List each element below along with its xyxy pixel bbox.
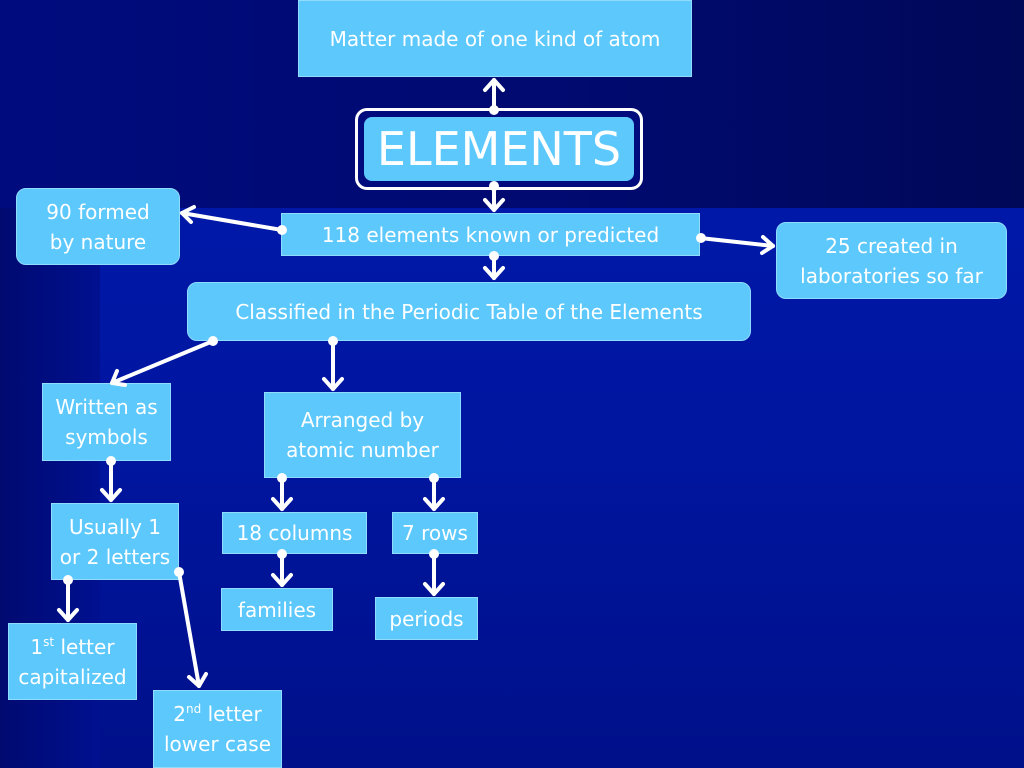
node-arranged: Arranged by atomic number (264, 392, 461, 478)
node-second-line1: 2nd letter (173, 699, 261, 729)
node-written-symbols: Written as symbols (42, 383, 171, 461)
first-letter-sup: st (43, 634, 55, 649)
node-letters-line2: or 2 letters (59, 544, 171, 569)
node-classified: Classified in the Periodic Table of the … (187, 282, 751, 341)
second-letter-num: 2 (173, 702, 187, 726)
node-periods-text: periods (389, 606, 464, 631)
node-known-text: 118 elements known or predicted (321, 222, 660, 247)
connector-known-formed (180, 211, 284, 232)
node-columns-text: 18 columns (236, 521, 353, 545)
connector-letters-second (177, 570, 201, 688)
arrowhead-letters (100, 488, 122, 502)
node-families-text: families (237, 597, 317, 622)
node-periods: periods (375, 597, 478, 640)
arrowhead-columns (271, 497, 293, 511)
node-created-line1: 25 created in (825, 233, 958, 258)
arrowhead-formed (180, 205, 196, 224)
node-formed-line2: by nature (49, 229, 147, 254)
first-letter-num: 1 (30, 634, 44, 659)
connector-dot (489, 181, 499, 191)
node-elements-inner: ELEMENTS (364, 117, 634, 181)
connector-dot (696, 233, 706, 243)
connector-dot (174, 567, 184, 577)
node-written-line1: Written as (55, 395, 158, 419)
connector-known-created (698, 236, 775, 248)
node-formed-by-nature: 90 formed by nature (16, 188, 180, 265)
node-first-line1: 1st letter (30, 632, 114, 662)
connector-dot (489, 251, 499, 261)
node-rows-text: 7 rows (402, 521, 468, 545)
connector-dot (106, 456, 116, 466)
node-written-line2: symbols (65, 425, 148, 449)
arrowhead-created (760, 235, 775, 255)
connector-dot (489, 105, 499, 115)
arrowhead-periods (423, 582, 445, 596)
second-letter-sup: nd (186, 702, 202, 716)
connector-dot (277, 225, 287, 235)
connector-dot (63, 575, 73, 585)
arrowhead-up-definition (483, 78, 505, 92)
node-rows: 7 rows (392, 512, 478, 554)
node-formed-line1: 90 formed (46, 199, 150, 224)
first-letter-rest: letter (54, 634, 115, 659)
arrowhead-classified (483, 266, 505, 280)
arrowhead-first (57, 608, 79, 622)
node-definition-text: Matter made of one kind of atom (329, 26, 661, 51)
node-arranged-line2: atomic number (286, 438, 439, 462)
connector-dot (208, 336, 218, 346)
connector-dot (429, 549, 439, 559)
node-second-line2: lower case (163, 732, 271, 756)
connector-dot (328, 336, 338, 346)
connector-dot (277, 549, 287, 559)
node-first-line2: capitalized (18, 664, 127, 689)
arrowhead-second (187, 672, 208, 688)
node-elements: ELEMENTS (355, 108, 643, 190)
arrowhead-arranged (322, 377, 344, 391)
connector-dot (277, 473, 287, 483)
node-letters: Usually 1 or 2 letters (51, 503, 179, 580)
second-letter-rest: letter (201, 702, 262, 726)
node-elements-text: ELEMENTS (376, 122, 622, 176)
node-arranged-line1: Arranged by (300, 408, 425, 432)
node-definition: Matter made of one kind of atom (298, 0, 692, 77)
connector-dot (429, 473, 439, 483)
arrowhead-rows (423, 497, 445, 511)
node-first-letter: 1st letter capitalized (8, 623, 137, 700)
node-letters-line1: Usually 1 (68, 514, 162, 539)
node-classified-text: Classified in the Periodic Table of the … (235, 299, 703, 324)
node-created-line2: laboratories so far (800, 263, 983, 288)
arrowhead-written (110, 369, 127, 387)
arrowhead-down-known (483, 198, 505, 212)
node-created-lab: 25 created in laboratories so far (776, 222, 1007, 299)
connector-classified-written (110, 339, 215, 385)
node-families: families (221, 588, 333, 631)
arrowhead-families (271, 573, 293, 587)
node-columns: 18 columns (222, 512, 367, 554)
